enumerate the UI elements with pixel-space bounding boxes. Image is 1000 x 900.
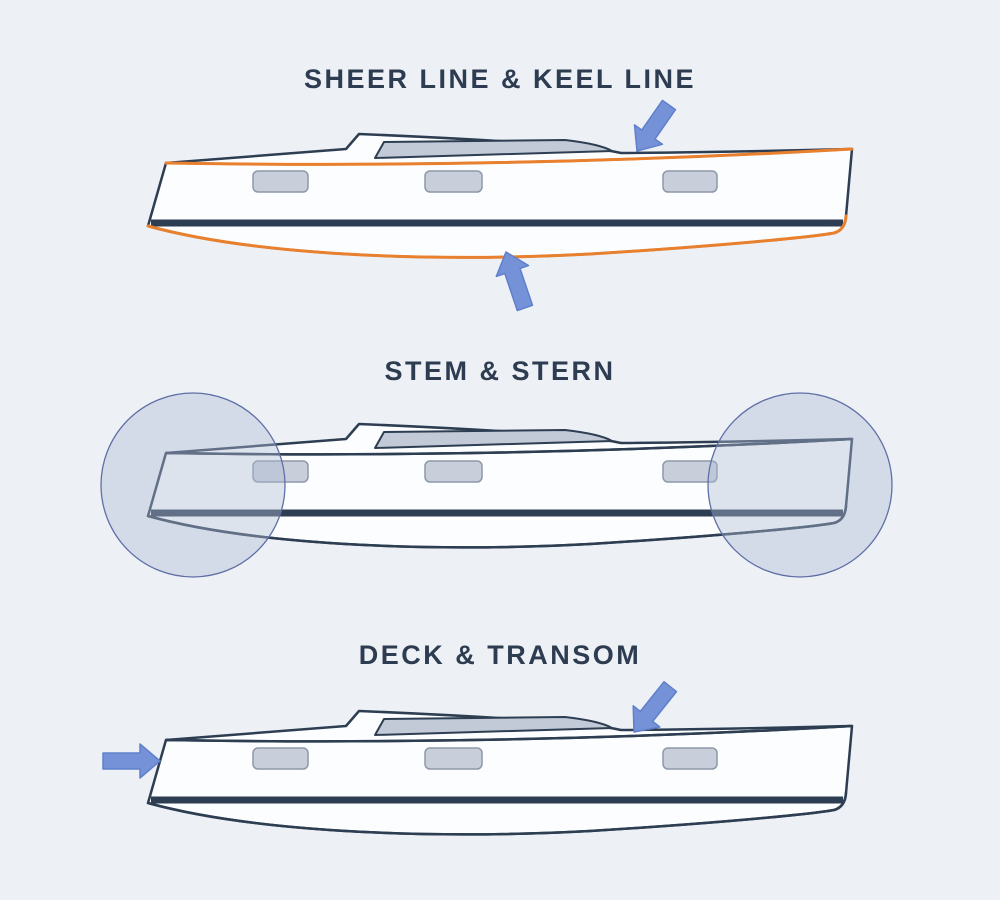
boat-illustration-sheer-keel [146, 132, 854, 259]
stem-highlight-circle [707, 392, 893, 578]
section-title-deck-transom: DECK & TRANSOM [358, 640, 642, 670]
hull-port-window [424, 747, 483, 770]
cabin-windshield [374, 429, 613, 449]
keel-line [146, 504, 848, 549]
hull-port-window [424, 170, 483, 193]
boat-illustration-stem-stern [146, 422, 854, 549]
hull-port-window [662, 747, 718, 770]
sheer-line [164, 437, 854, 456]
hull-port-window [252, 170, 309, 193]
hull-port-window [424, 460, 483, 483]
sheer-line [164, 724, 854, 743]
stern-highlight-circle [100, 392, 286, 578]
keel-line [146, 214, 848, 259]
section-title-sheer-keel-line: SHEER LINE & KEEL LINE [303, 64, 697, 94]
keel-line [146, 791, 848, 836]
sheer-line [164, 147, 854, 166]
keel-line-arrow-icon [495, 251, 534, 312]
hull-port-window [662, 170, 718, 193]
sheer-line-arrow-icon [633, 99, 677, 152]
hull-port-window [252, 460, 309, 483]
boat-illustration-deck-transom [146, 709, 854, 836]
cabin-windshield [374, 139, 613, 159]
hull-port-window [662, 460, 718, 483]
cabin-windshield [374, 716, 613, 736]
section-title-stem-stern: STEM & STERN [384, 356, 616, 386]
hull-port-window [252, 747, 309, 770]
transom-arrow-icon [102, 743, 161, 779]
deck-arrow-icon [632, 680, 678, 733]
